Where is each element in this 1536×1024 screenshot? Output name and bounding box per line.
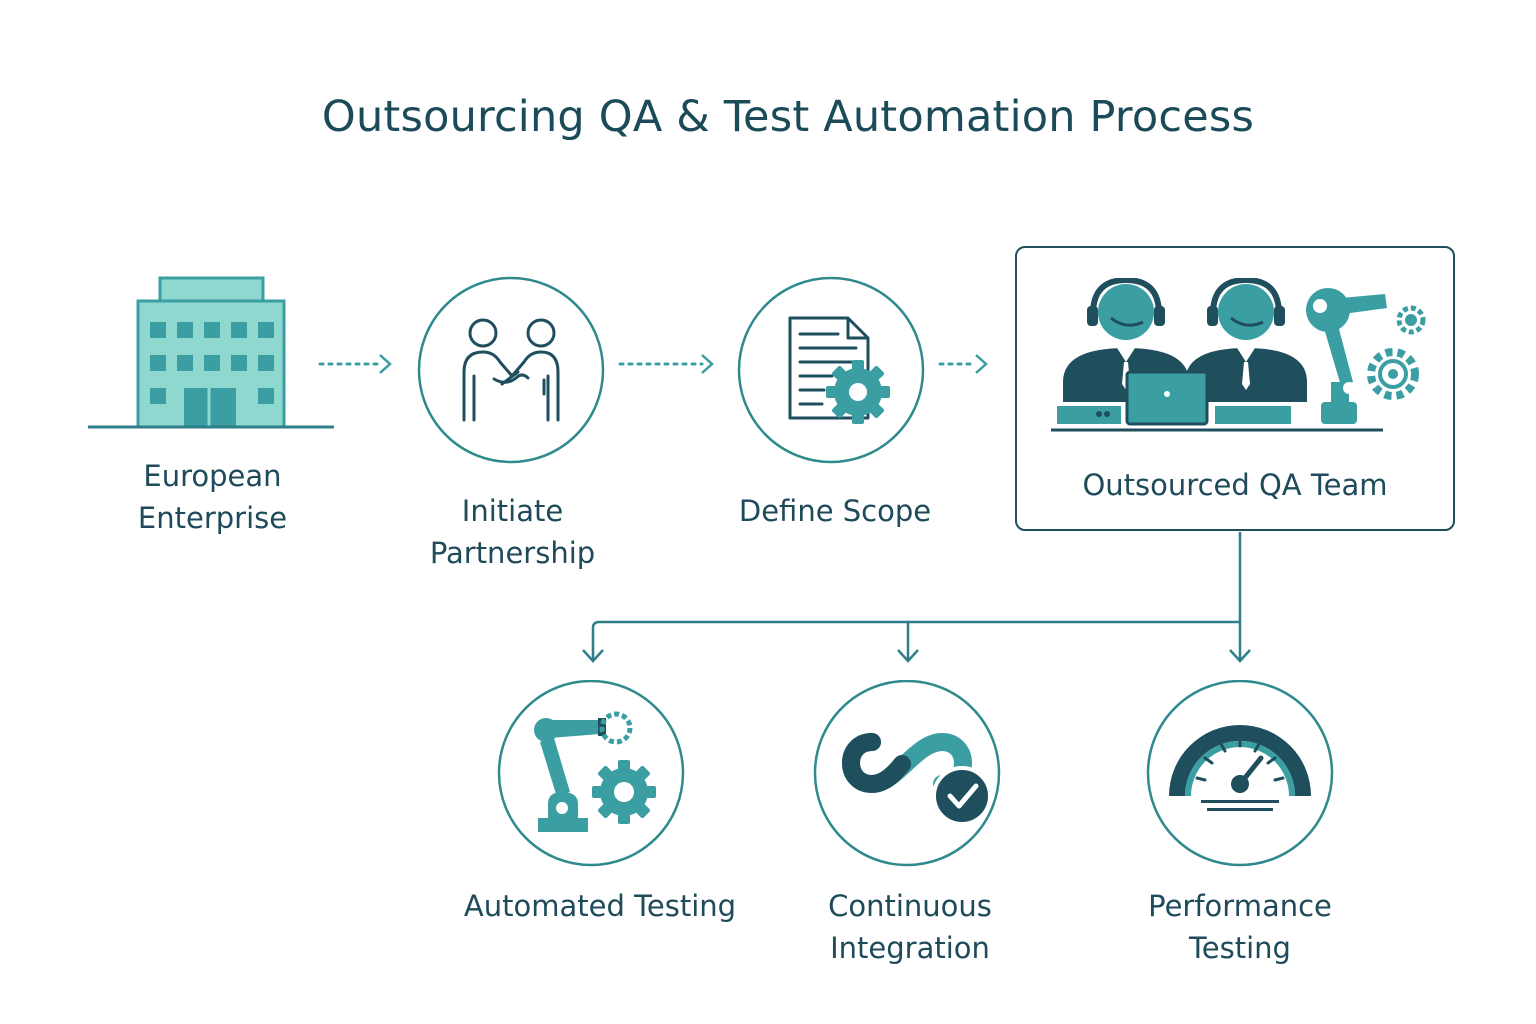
- service-label-automated-testing: Automated Testing: [463, 889, 737, 923]
- gear-icon: [1367, 348, 1419, 400]
- robot-arm-icon: [1306, 288, 1387, 424]
- dotted-arrow-2: [618, 354, 714, 374]
- document-gear-icon: [737, 276, 925, 464]
- outsourced-qa-team-box: Outsourced QA Team: [1015, 246, 1455, 531]
- dotted-arrow-1: [318, 354, 392, 374]
- dotted-arrow-3: [938, 354, 988, 374]
- service-label-continuous-integration: Continuous Integration: [828, 889, 992, 965]
- diagram-title: Outsourcing QA & Test Automation Process: [321, 92, 1255, 142]
- handshake-icon: [417, 276, 605, 464]
- service-label-performance-testing: Performance Testing: [1148, 889, 1332, 965]
- step-label-european-enterprise: European Enterprise: [137, 459, 288, 535]
- headset-agent-icon: [1185, 278, 1307, 402]
- step-label-outsourced-qa-team: Outsourced QA Team: [1082, 468, 1388, 502]
- branch-connector: [582, 532, 1251, 663]
- step-label-initiate-partnership: Initiate Partnership: [429, 494, 596, 570]
- robot-arm-gear-icon: [497, 680, 685, 867]
- step-label-define-scope: Define Scope: [738, 494, 932, 528]
- gear-icon: [1396, 305, 1426, 335]
- infinity-check-icon: [813, 680, 1001, 867]
- speedometer-icon: [1146, 680, 1334, 867]
- support-team-icon: [1051, 278, 1426, 432]
- office-building-icon: [88, 276, 334, 429]
